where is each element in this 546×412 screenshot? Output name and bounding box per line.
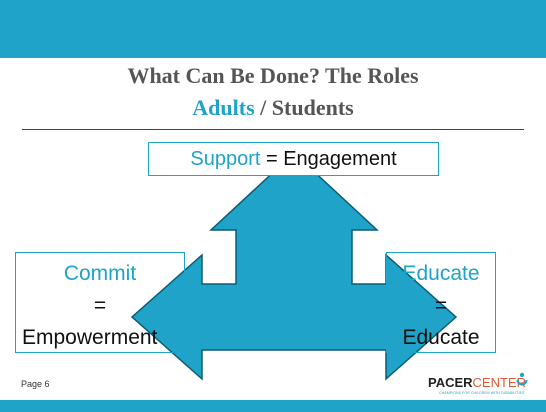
logo-tagline: CHAMPIONS FOR CHILDREN WITH DISABILITIES — [439, 391, 525, 395]
commit-label: Commit — [63, 262, 137, 285]
header-band — [0, 0, 546, 58]
page-number: Page 6 — [21, 379, 50, 389]
educate-box: Educate = Educate — [386, 252, 496, 353]
educate-result-label: Educate — [402, 326, 480, 349]
slide-subtitle: Adults / Students — [0, 94, 546, 122]
educate-equals: = — [434, 294, 448, 317]
engagement-label: Engagement — [283, 148, 397, 170]
commit-box: Commit = Empowerment — [15, 252, 185, 353]
pacer-center-logo: PACERCENTER CHAMPIONS FOR CHILDREN WITH … — [428, 372, 528, 398]
support-box: Support = Engagement — [148, 142, 439, 176]
subtitle-adults: Adults — [192, 95, 255, 120]
support-label: Support — [190, 148, 261, 170]
slide-title: What Can Be Done? The Roles — [127, 63, 419, 88]
logo-word-center: CENTER — [472, 375, 526, 390]
subtitle-separator: / — [254, 95, 272, 120]
title-divider — [22, 129, 524, 130]
subtitle-students: Students — [271, 95, 354, 120]
support-equals: = — [260, 148, 284, 170]
educate-label: Educate — [402, 262, 480, 285]
commit-equals: = — [93, 294, 107, 317]
footer-band — [0, 400, 546, 412]
empowerment-label: Empowerment — [22, 326, 158, 349]
logo-word-pacer: PACER — [428, 375, 473, 390]
logo-figure-icon — [516, 372, 528, 386]
